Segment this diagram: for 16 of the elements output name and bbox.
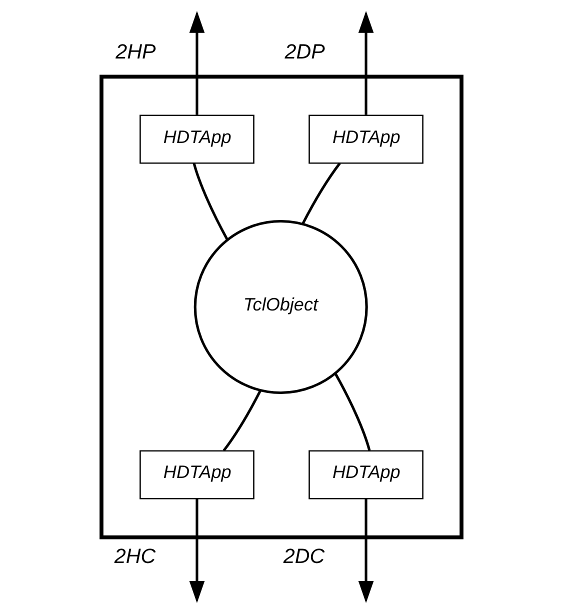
edge-label: 2HP (115, 40, 156, 64)
connector (222, 390, 262, 452)
arrow (188, 10, 204, 115)
connector (334, 372, 370, 451)
connector (301, 162, 340, 224)
node-box: HDTApp (139, 114, 254, 164)
node-box: HDTApp (308, 114, 423, 164)
edge-label: 2DC (282, 544, 324, 568)
cluster (99, 74, 463, 540)
connector (192, 162, 228, 240)
edge-label: 2DP (284, 40, 324, 64)
edge-label: 2HC (114, 544, 156, 568)
node-box: HDTApp (308, 450, 423, 500)
arrow (358, 10, 374, 115)
node-box: HDTApp (139, 450, 254, 500)
node-circle: TclObject (193, 220, 368, 394)
